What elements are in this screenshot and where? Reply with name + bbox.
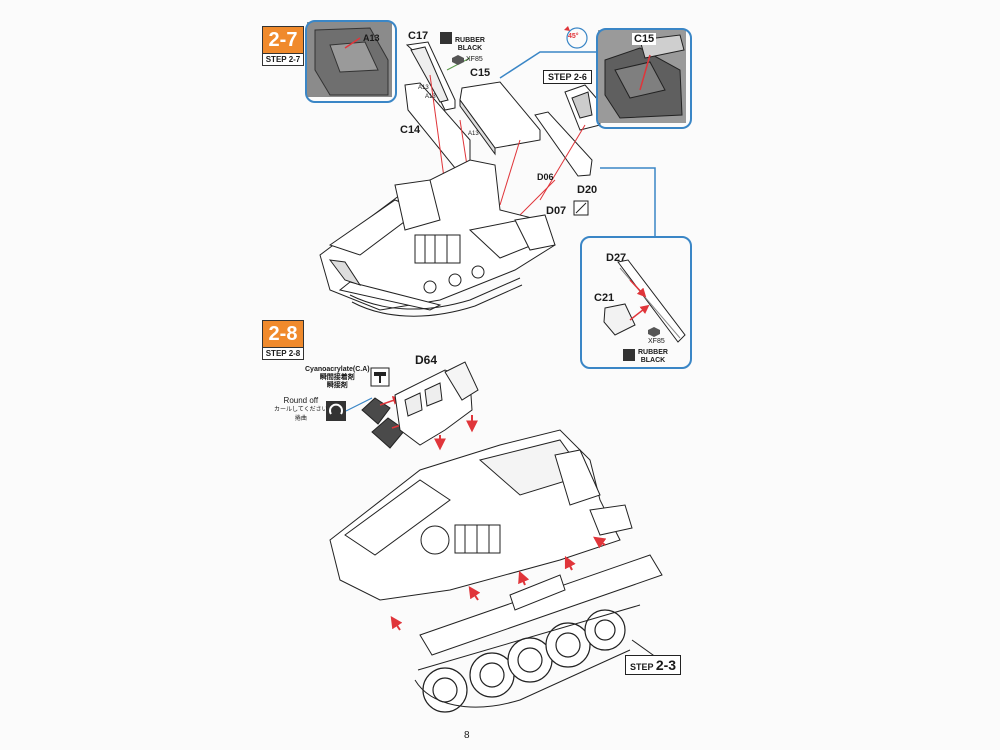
inset-c15	[596, 28, 692, 129]
paint-xf85-2: XF85	[648, 338, 665, 345]
paint-xf85-1: XF85	[466, 56, 483, 63]
part-label-d27: D27	[606, 252, 627, 264]
glue-note: Cyanoacrylate(C.A)瞬間接着剤瞬接剤	[305, 366, 370, 389]
step-sub-label: STEP 2-7	[262, 54, 304, 66]
part-label-a13-inset: A13	[363, 33, 380, 43]
angle-45: 45°	[568, 33, 579, 40]
part-label-d06: D06	[537, 172, 554, 182]
inset-c15-drawing	[598, 30, 686, 123]
part-label-d20: D20	[577, 184, 598, 196]
part-label-c14: C14	[400, 124, 421, 136]
part-label-a13-2: A13	[418, 85, 429, 91]
part-label-d64: D64	[415, 353, 438, 367]
part-label-c21: C21	[594, 292, 615, 304]
step-badge-2-7: 2-7 STEP 2-7	[262, 26, 304, 66]
step-ref-2-3: STEP 2-3	[625, 655, 682, 675]
part-label-c17: C17	[408, 30, 429, 42]
step-badge-2-8: 2-8 STEP 2-8	[262, 320, 304, 360]
step-ref-2-6: STEP 2-6	[543, 70, 592, 84]
part-label-a13-3: A13	[468, 131, 479, 137]
part-label-c15-inset: C15	[632, 33, 657, 45]
step-sub-label: STEP 2-8	[262, 348, 304, 360]
part-label-c15: C15	[470, 67, 491, 79]
step-number: 2-7	[262, 26, 304, 54]
inset-d27-c21	[580, 236, 692, 369]
part-label-d07: D07	[546, 205, 567, 217]
inset-a13	[305, 20, 397, 103]
part-label-a13-1: A13	[425, 94, 436, 100]
page-number: 8	[464, 730, 470, 741]
step-number: 2-8	[262, 320, 304, 348]
